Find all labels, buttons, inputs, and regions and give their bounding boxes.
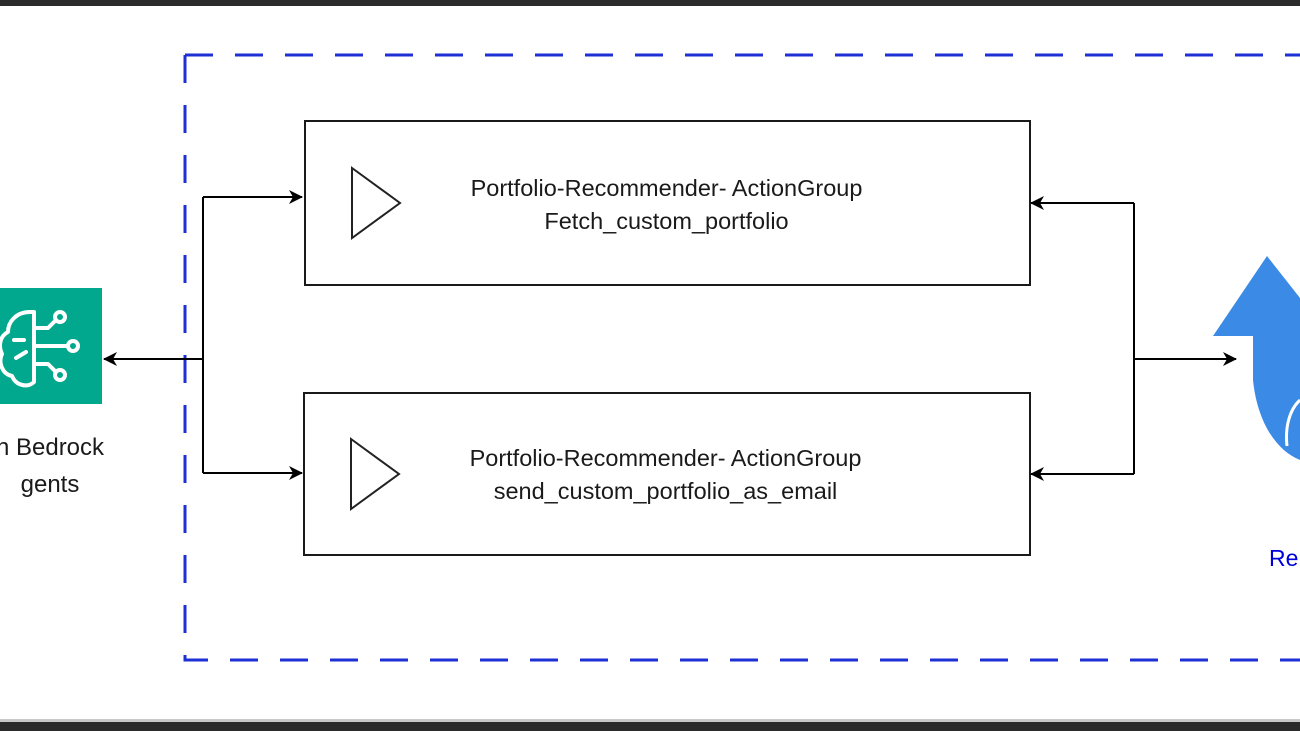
bedrock-label-line2: gents	[20, 471, 80, 498]
action-group-function: send_custom_portfolio_as_email	[493, 478, 838, 504]
bedrock-label-line1: n Bedrock	[0, 434, 105, 461]
frame-bottom-highlight	[0, 719, 1300, 722]
action-group-send-email-label: Portfolio-Recommender- ActionGroup send_…	[423, 442, 908, 508]
bedrock-agent-brain-circuit-icon	[0, 288, 102, 404]
action-group-fetch-label: Portfolio-Recommender- ActionGroup Fetch…	[424, 172, 909, 238]
play-triangle-icon	[351, 166, 402, 240]
play-triangle-icon	[350, 437, 401, 511]
action-group-function: Fetch_custom_portfolio	[544, 208, 789, 234]
frame-top-border	[0, 0, 1300, 6]
action-group-boundary	[183, 53, 1300, 662]
action-group-fetch[interactable]: Portfolio-Recommender- ActionGroup Fetch…	[304, 120, 1031, 286]
action-group-send-email[interactable]: Portfolio-Recommender- ActionGroup send_…	[303, 392, 1031, 556]
action-group-title: Portfolio-Recommender- ActionGroup	[469, 445, 862, 471]
curved-up-arrow-icon	[1213, 256, 1300, 460]
bedrock-agent-label: n Bedrock gents	[0, 429, 160, 503]
action-group-title: Portfolio-Recommender- ActionGroup	[470, 175, 863, 201]
frame-bottom-border	[0, 722, 1300, 731]
return-node-label: Re	[1269, 545, 1299, 571]
